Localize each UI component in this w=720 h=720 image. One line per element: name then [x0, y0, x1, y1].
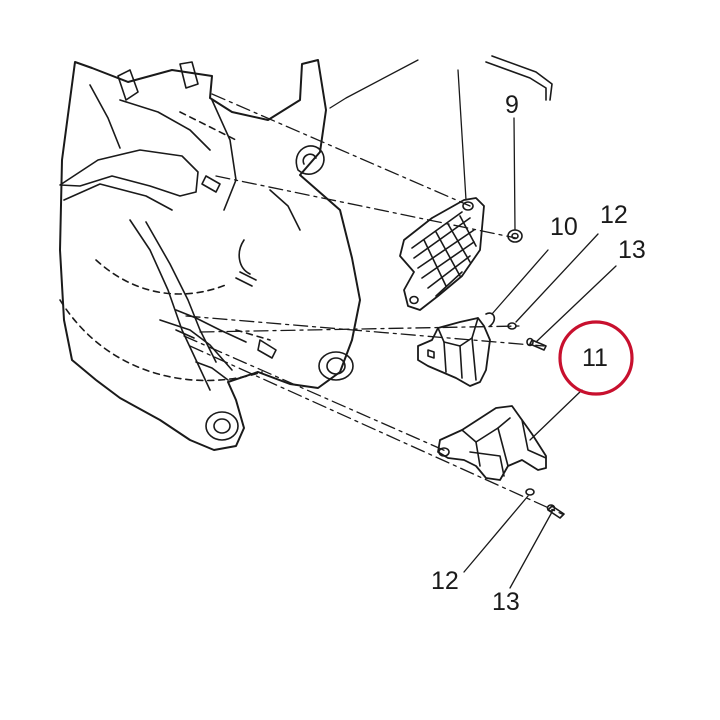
screw-lower [546, 504, 565, 519]
callout-12-upper: 12 [600, 201, 628, 229]
callout-13-upper: 13 [618, 236, 646, 264]
callout-13-lower: 13 [492, 588, 520, 616]
part-9-washer [507, 229, 523, 243]
highlight-circle [558, 320, 634, 396]
callout-11: 11 [582, 344, 608, 372]
callout-10: 10 [550, 213, 578, 241]
leader-lines [329, 59, 617, 589]
part-10-bracket [417, 312, 496, 387]
cable-rod [485, 55, 553, 101]
callout-12-lower: 12 [431, 567, 459, 595]
grille-panel [399, 197, 485, 311]
frame-body [59, 59, 361, 451]
screw-upper [526, 337, 547, 351]
washer-lower [525, 488, 535, 496]
part-11-cover [437, 405, 547, 481]
callout-9: 9 [505, 91, 519, 119]
assembly-axes [183, 93, 563, 515]
